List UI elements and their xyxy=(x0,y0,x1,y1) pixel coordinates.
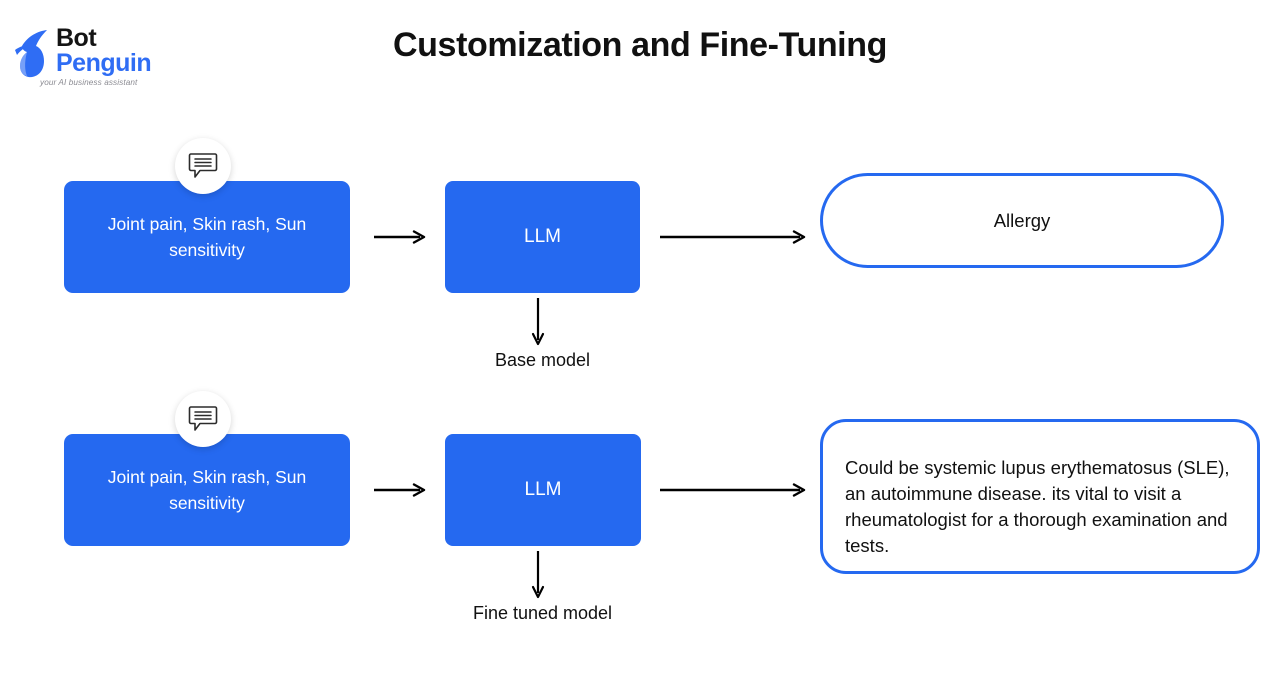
answer-box: Allergy xyxy=(820,173,1224,268)
arrow-down-icon xyxy=(530,298,546,346)
arrow-right-icon xyxy=(374,483,426,497)
chat-bubble-icon xyxy=(175,138,231,194)
answer-text: Could be systemic lupus erythematosus (S… xyxy=(845,457,1230,556)
arrow-right-icon xyxy=(660,483,806,497)
llm-box: LLM xyxy=(445,434,641,546)
brand-name-line1: Bot xyxy=(56,24,97,52)
llm-label: LLM xyxy=(524,226,561,247)
llm-box: LLM xyxy=(445,181,640,293)
prompt-text: Joint pain, Skin rash, Sun sensitivity xyxy=(107,467,307,513)
brand-tagline: your AI business assistant xyxy=(40,78,138,87)
prompt-text: Joint pain, Skin rash, Sun sensitivity xyxy=(107,214,307,260)
llm-label: LLM xyxy=(524,479,562,500)
flow-row-base-model: Joint pain, Skin rash, Sun sensitivity L… xyxy=(0,130,1280,390)
answer-box: Could be systemic lupus erythematosus (S… xyxy=(820,419,1260,574)
brand-wordmark: Bot Penguin xyxy=(56,24,152,77)
arrow-down-icon xyxy=(530,551,546,599)
brand-logo: Bot Penguin your AI business assistant xyxy=(14,26,194,92)
arrow-right-icon xyxy=(374,230,426,244)
answer-text: Allergy xyxy=(993,209,1051,231)
arrow-right-icon xyxy=(660,230,806,244)
model-label: Base model xyxy=(494,350,591,370)
model-label: Fine tuned model xyxy=(472,603,613,623)
chat-bubble-icon xyxy=(175,391,231,447)
prompt-box: Joint pain, Skin rash, Sun sensitivity xyxy=(64,181,350,293)
prompt-box: Joint pain, Skin rash, Sun sensitivity xyxy=(64,434,350,546)
page-title: Customization and Fine-Tuning xyxy=(393,26,887,64)
flow-row-fine-tuned-model: Joint pain, Skin rash, Sun sensitivity L… xyxy=(0,383,1280,643)
brand-name-line2: Penguin xyxy=(56,49,152,77)
penguin-logo-icon xyxy=(14,30,56,78)
